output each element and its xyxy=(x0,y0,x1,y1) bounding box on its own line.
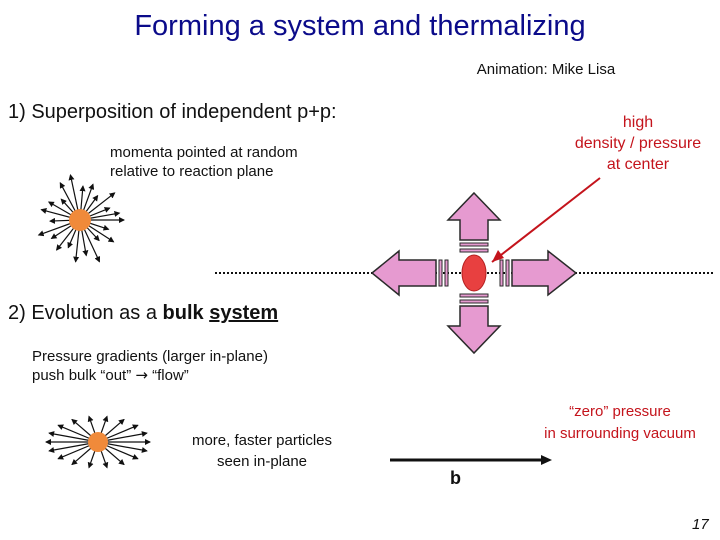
high-density-line3: at center xyxy=(606,156,670,173)
section2-note-line2: push bulk “out” → “flow” xyxy=(32,366,268,385)
density-pointer-arrowhead xyxy=(492,250,504,262)
impact-parameter-arrowhead xyxy=(541,455,552,465)
zero-pressure-annotation: “zero” pressure in surrounding vacuum xyxy=(520,401,720,445)
section1-note-line1: momenta pointed at random xyxy=(110,144,298,161)
section2-heading: 2) Evolution as a bulk system xyxy=(8,302,278,325)
center-density-blob xyxy=(461,254,487,292)
slide-title: Forming a system and thermalizing xyxy=(134,10,586,42)
pressure-arrow-right xyxy=(499,249,578,297)
pressure-arrow-left xyxy=(370,249,449,297)
high-density-annotation: high density / pressure at center xyxy=(560,112,716,175)
section1-note-line2: relative to reaction plane xyxy=(110,163,274,180)
in-plane-flow-burst-icon xyxy=(45,415,151,469)
right-arrow-icon: → xyxy=(135,366,148,384)
section2-note: Pressure gradients (larger in-plane) pus… xyxy=(32,347,268,385)
zero-pressure-line1: “zero” pressure xyxy=(569,403,671,420)
impact-parameter-label: b xyxy=(450,468,461,488)
zero-pressure-line2: in surrounding vacuum xyxy=(544,425,696,442)
in-plane-note: more, faster particles seen in-plane xyxy=(172,430,352,472)
animation-credit: Animation: Mike Lisa xyxy=(476,61,616,78)
random-momentum-burst-icon xyxy=(37,174,125,263)
density-pointer-line xyxy=(491,177,601,263)
pressure-arrows xyxy=(370,191,578,355)
section2-heading-underlined: system xyxy=(209,302,279,324)
section1-heading: 1) Superposition of independent p+p: xyxy=(8,101,337,123)
in-plane-note-line2: seen in-plane xyxy=(216,453,308,470)
in-plane-note-line1: more, faster particles xyxy=(191,432,333,449)
section2-note-line2a: push bulk “out” xyxy=(32,367,136,384)
high-density-line1: high xyxy=(622,114,654,131)
section2-note-line1: Pressure gradients (larger in-plane) xyxy=(32,348,268,365)
high-density-line2: density / pressure xyxy=(574,135,702,152)
section1-note: momenta pointed at random relative to re… xyxy=(110,143,298,181)
page-number: 17 xyxy=(692,516,709,533)
section2-note-line2b: “flow” xyxy=(147,367,189,384)
section2-heading-plain: 2) Evolution as a xyxy=(8,302,163,324)
pressure-arrow-down xyxy=(446,293,502,355)
pressure-arrow-up xyxy=(446,191,502,253)
section2-heading-bold: bulk xyxy=(162,302,210,324)
